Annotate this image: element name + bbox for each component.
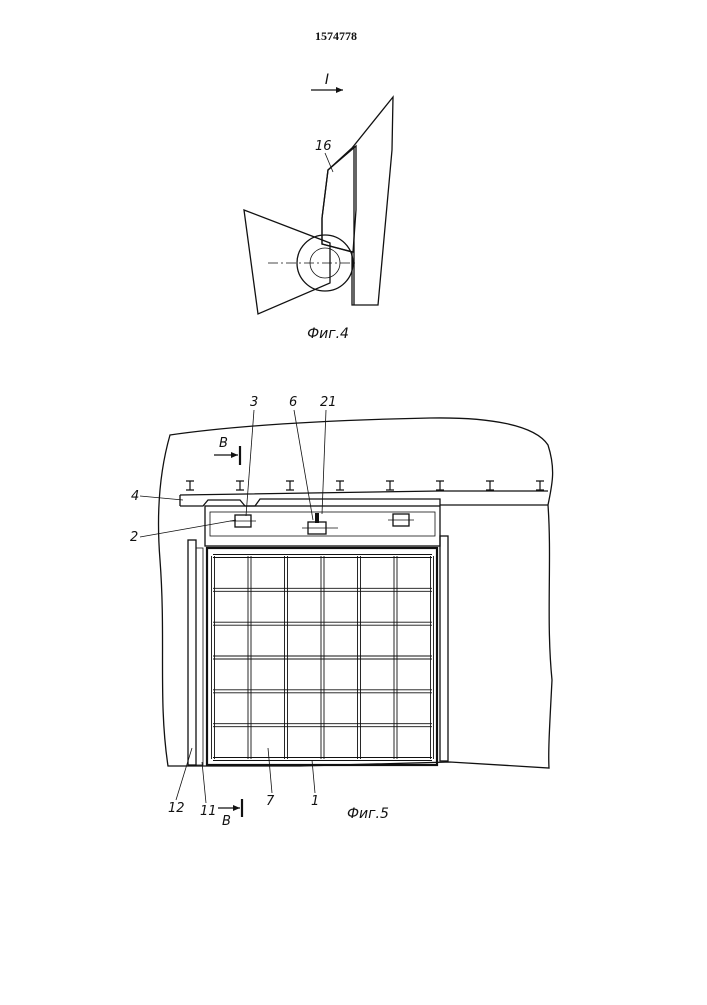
label-6: 6 — [289, 395, 297, 410]
guide-12 — [188, 540, 196, 765]
section-marker-top-label: B — [219, 436, 228, 451]
i-beam-marker — [436, 481, 444, 490]
door-grid-7 — [212, 555, 434, 761]
label-7: 7 — [266, 794, 275, 809]
i-beam-marker — [386, 481, 394, 490]
overhead-rail — [180, 491, 548, 506]
label-16: 16 — [315, 139, 332, 154]
i-beam-marker — [536, 481, 544, 490]
label-12: 12 — [168, 801, 185, 816]
chamber-outline — [158, 418, 552, 768]
i-beam-marker — [486, 481, 494, 490]
view-marker-arrow — [336, 87, 343, 93]
leader-11 — [202, 762, 206, 803]
figure-4-caption: Фиг.4 — [307, 326, 349, 342]
figure-5: 3 6 21 4 2 12 11 7 1 B B Фиг.5 — [130, 395, 553, 829]
leader-7 — [268, 748, 272, 793]
i-beam-marker — [286, 481, 294, 490]
door-frame-1 — [207, 548, 437, 765]
label-4: 4 — [131, 489, 139, 504]
section-marker-top-arrowhead — [231, 452, 238, 458]
carriage-roller-right — [388, 514, 414, 526]
label-2: 2 — [130, 530, 138, 545]
i-beam-marker — [236, 481, 244, 490]
drive-unit-6 — [302, 513, 338, 534]
figure-4: I 16 Фиг.4 — [244, 72, 393, 342]
label-1: 1 — [311, 794, 319, 809]
patent-number: 1574778 — [315, 29, 357, 43]
leader-6 — [294, 410, 313, 520]
guide-11 — [196, 548, 203, 765]
leader-12 — [176, 748, 192, 800]
guide-right — [440, 536, 448, 761]
hatched-wall — [322, 97, 393, 305]
leader-4 — [140, 496, 183, 500]
label-21: 21 — [320, 395, 337, 410]
i-beam-marker — [336, 481, 344, 490]
cone-body — [244, 210, 330, 314]
leader-2 — [140, 520, 236, 537]
section-marker-bottom-arrowhead — [233, 805, 240, 811]
view-marker-label: I — [325, 72, 329, 88]
hatched-liner-16 — [322, 146, 356, 252]
label-3: 3 — [250, 395, 258, 410]
i-beam-marker — [186, 481, 194, 490]
carriage-roller-2 — [230, 515, 256, 527]
section-marker-bottom-label: B — [222, 814, 231, 829]
label-11: 11 — [200, 804, 217, 819]
figure-5-caption: Фиг.5 — [347, 806, 389, 822]
rail-markers — [186, 481, 544, 490]
